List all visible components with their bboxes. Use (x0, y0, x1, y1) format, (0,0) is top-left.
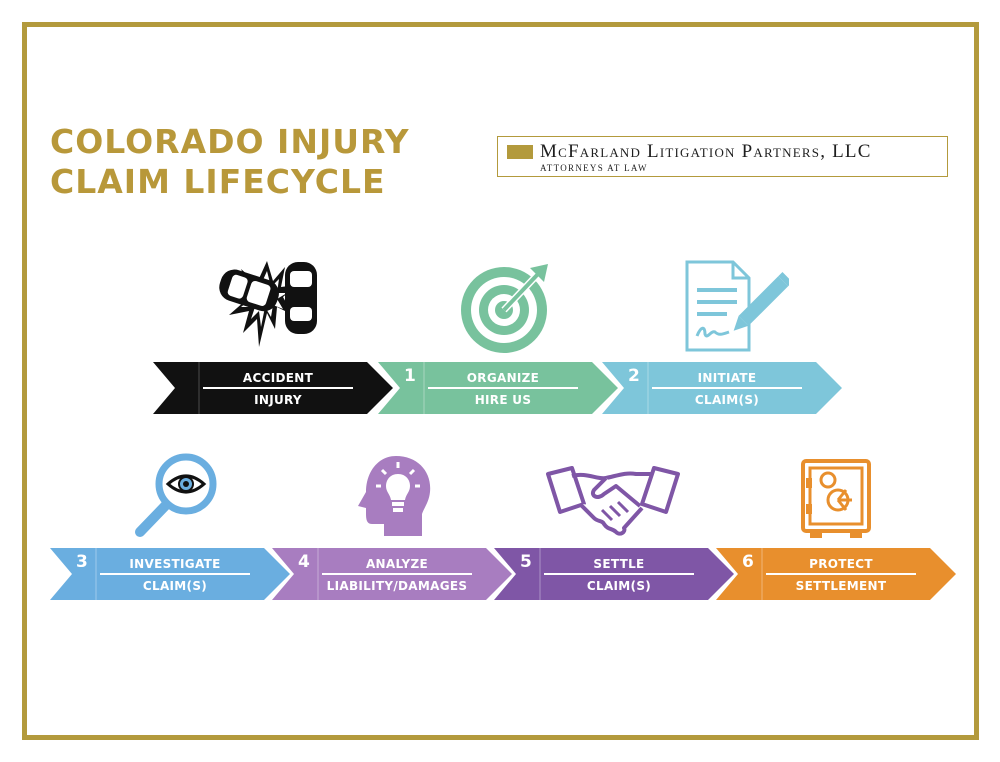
step-number: 1 (404, 366, 416, 386)
step-subtitle: HIRE US (474, 393, 532, 407)
title-line-2: CLAIM LIFECYCLE (50, 162, 386, 201)
step-rule (544, 573, 694, 575)
step-number: 2 (628, 366, 640, 386)
step-chevron-2: 2 INITIATE CLAIM(S) (602, 362, 842, 414)
car-crash-icon (219, 261, 317, 347)
safe-icon (801, 459, 871, 538)
step-chevron-3: 3 INVESTIGATE CLAIM(S) (50, 548, 290, 600)
step-rule (100, 573, 250, 575)
step-rule (203, 387, 353, 389)
target-icon (461, 264, 548, 353)
step-rule (766, 573, 916, 575)
step-number: 5 (520, 552, 532, 572)
step-rule (428, 387, 578, 389)
firm-logo: McFarland Litigation Partners, LLC ATTOR… (497, 136, 948, 177)
title-line-1: COLORADO INJURY (50, 122, 410, 161)
page-title: COLORADO INJURY CLAIM LIFECYCLE (50, 122, 470, 202)
step-number: 4 (298, 552, 310, 572)
step-title: INVESTIGATE (129, 557, 221, 571)
logo-firm-name: McFarland Litigation Partners, LLC (540, 141, 872, 162)
document-pen-icon (685, 260, 789, 352)
step-number: 6 (742, 552, 754, 572)
step-title: ORGANIZE (466, 371, 540, 385)
step-chevron-0: ACCIDENT INJURY (153, 362, 393, 414)
step-title: ANALYZE (365, 557, 429, 571)
logo-subtitle: ATTORNEYS AT LAW (540, 163, 648, 173)
step-title: INITIATE (697, 371, 757, 385)
step-title: SETTLE (593, 557, 645, 571)
step-title: PROTECT (809, 557, 873, 571)
step-chevron-6: 6 PROTECT SETTLEMENT (716, 548, 956, 600)
step-rule (322, 573, 472, 575)
step-chevron-4: 4 ANALYZE LIABILITY/DAMAGES (272, 548, 512, 600)
step-chevron-5: 5 SETTLE CLAIM(S) (494, 548, 734, 600)
step-subtitle: INJURY (254, 393, 302, 407)
step-title: ACCIDENT (242, 371, 314, 385)
step-rule (652, 387, 802, 389)
logo-bar-icon (507, 145, 533, 159)
step-subtitle: CLAIM(S) (586, 579, 652, 593)
step-number: 3 (76, 552, 88, 572)
step-subtitle: CLAIM(S) (142, 579, 208, 593)
step-subtitle: LIABILITY/DAMAGES (326, 579, 468, 593)
step-subtitle: SETTLEMENT (795, 579, 887, 593)
step-chevron-1: 1 ORGANIZE HIRE US (378, 362, 618, 414)
magnifier-eye-icon (135, 453, 217, 537)
step-subtitle: CLAIM(S) (694, 393, 760, 407)
head-lightbulb-icon (358, 456, 431, 536)
handshake-icon (546, 466, 680, 536)
